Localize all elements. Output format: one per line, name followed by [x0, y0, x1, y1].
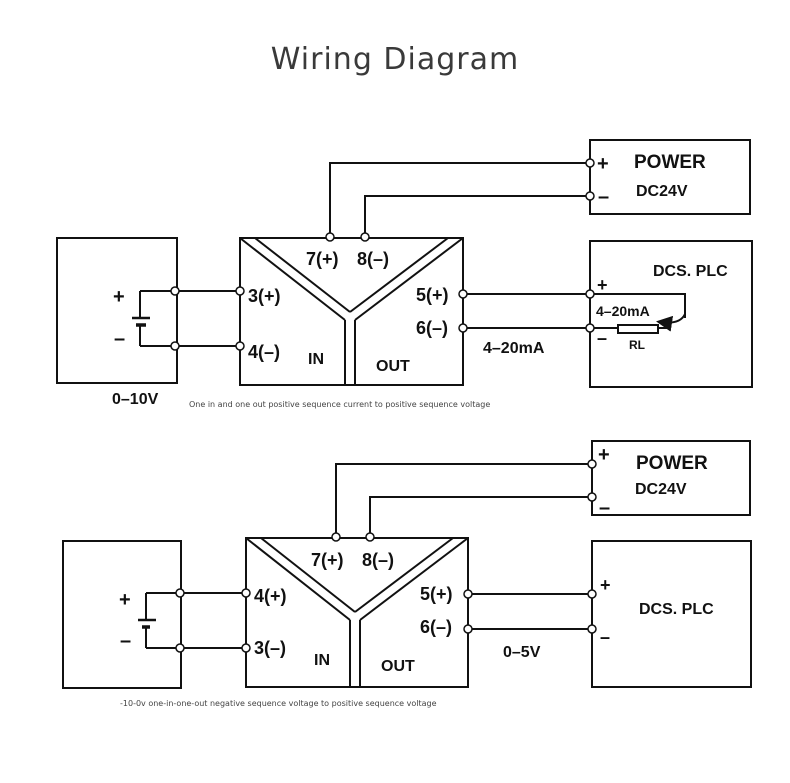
terminal-in-negative: 3(–) — [254, 638, 286, 658]
terminal-6: 6(–) — [420, 617, 452, 637]
out-label: OUT — [381, 658, 415, 675]
source-plus-label: + — [119, 589, 131, 611]
power-negative-wire — [364, 195, 590, 237]
source-range-label: 0–10V — [112, 391, 159, 408]
in-label: IN — [314, 652, 330, 669]
labels-1: + – 0–10V 3(+) 4(–) 7(+) 8(–) 5(+) 6(–) … — [112, 152, 728, 409]
caption-2: -10-0v one-in-one-out negative sequence … — [120, 699, 437, 708]
power-plus-label: + — [598, 444, 610, 466]
signal-source-box — [62, 540, 182, 689]
current-loop — [590, 293, 686, 318]
plc-title: DCS. PLC — [653, 263, 728, 280]
signal-source-box — [56, 237, 178, 384]
isolator-module — [245, 537, 469, 688]
terminal-5: 5(+) — [416, 285, 449, 305]
battery-symbol — [132, 290, 175, 347]
plc-minus-label: – — [600, 627, 610, 647]
plc-box — [591, 540, 752, 688]
terminal-in-positive: 4(+) — [254, 586, 287, 606]
labels-2: + – 4(+) 3(–) 7(+) 8(–) 5(+) 6(–) IN OUT… — [119, 444, 714, 708]
isolator-module — [239, 237, 464, 386]
power-voltage: DC24V — [635, 481, 687, 498]
power-plus-label: + — [597, 153, 609, 175]
power-minus-label: – — [599, 497, 610, 519]
terminals-2 — [175, 459, 597, 653]
plc-plus-label: + — [597, 275, 608, 295]
terminal-8: 8(–) — [362, 550, 394, 570]
power-negative-wire — [369, 496, 592, 537]
source-minus-label: – — [114, 328, 125, 350]
power-voltage: DC24V — [636, 183, 688, 200]
plc-title: DCS. PLC — [639, 601, 714, 618]
power-positive-wire — [335, 463, 592, 537]
battery-symbol — [138, 592, 180, 649]
caption-1: One in and one out positive sequence cur… — [189, 400, 490, 409]
load-resistor — [617, 324, 659, 334]
diagram-2 — [62, 440, 752, 689]
source-minus-label: – — [120, 630, 131, 652]
terminal-in-negative: 4(–) — [248, 342, 280, 362]
plc-box — [589, 240, 753, 388]
output-signal-label: 4–20mA — [483, 340, 545, 357]
terminals-1 — [170, 158, 595, 351]
terminal-7: 7(+) — [306, 249, 339, 269]
terminal-7: 7(+) — [311, 550, 344, 570]
page-title: Wiring Diagram — [270, 42, 520, 77]
power-positive-wire — [329, 162, 590, 237]
terminal-in-positive: 3(+) — [248, 286, 281, 306]
terminal-6: 6(–) — [416, 318, 448, 338]
power-minus-label: – — [598, 186, 609, 208]
source-plus-label: + — [113, 286, 125, 308]
loop-arrow — [656, 313, 686, 332]
terminal-5: 5(+) — [420, 584, 453, 604]
power-supply-box — [589, 139, 751, 215]
diagram-1 — [56, 139, 753, 388]
power-title: POWER — [636, 453, 708, 474]
power-supply-box — [591, 440, 751, 516]
plc-plus-label: + — [600, 575, 611, 595]
plc-minus-label: – — [597, 328, 607, 348]
in-label: IN — [308, 351, 324, 368]
loop-current-label: 4–20mA — [596, 303, 650, 319]
load-resistor-label: RL — [629, 338, 645, 352]
terminal-8: 8(–) — [357, 249, 389, 269]
power-title: POWER — [634, 152, 706, 173]
output-signal-label: 0–5V — [503, 644, 541, 661]
out-label: OUT — [376, 358, 410, 375]
